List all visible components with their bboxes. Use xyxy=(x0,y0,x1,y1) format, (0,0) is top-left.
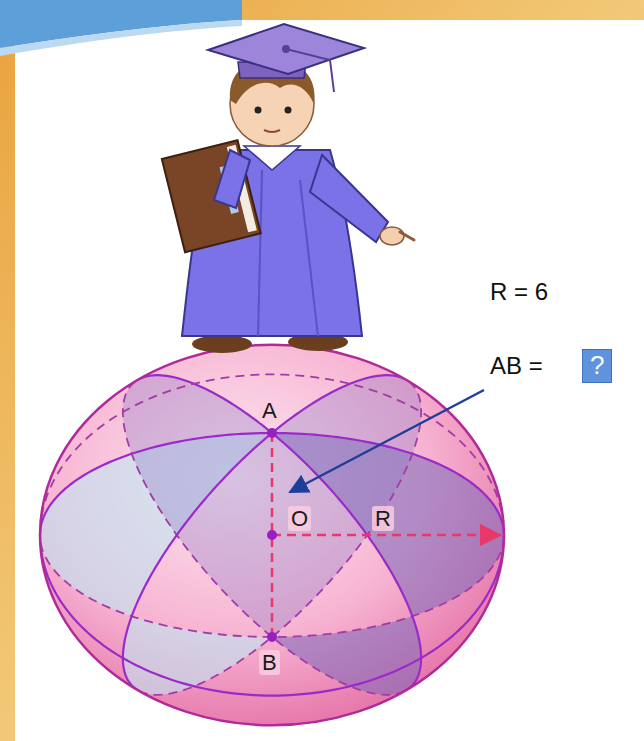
book-cover xyxy=(162,140,261,252)
collar xyxy=(244,146,300,170)
great-circle xyxy=(272,375,405,433)
shoe xyxy=(192,335,252,353)
book xyxy=(162,140,261,252)
gown-fold xyxy=(258,170,262,336)
sleeve xyxy=(310,155,388,242)
face xyxy=(230,62,314,146)
answer-mark: ? xyxy=(590,351,604,381)
sphere-outline xyxy=(40,345,504,725)
radius-value: R = 6 xyxy=(490,278,548,306)
sphere xyxy=(40,345,504,725)
tassel xyxy=(286,49,334,92)
scholar-figure xyxy=(162,24,414,353)
great-circle xyxy=(123,433,272,691)
point-b xyxy=(267,632,277,642)
corner-swoosh xyxy=(0,20,242,56)
great-circles xyxy=(40,374,504,695)
radius-arrow xyxy=(272,534,500,537)
gown-fold xyxy=(300,180,318,336)
point-label: R xyxy=(372,506,394,531)
point-label: O xyxy=(288,506,311,531)
mouth xyxy=(264,130,280,132)
eye xyxy=(255,107,262,114)
shaded-lune xyxy=(123,375,421,637)
great-circle xyxy=(139,375,272,433)
finger xyxy=(400,232,414,240)
question-text: AB = xyxy=(490,352,543,380)
point-a xyxy=(267,428,277,438)
point-o xyxy=(267,530,277,540)
leader-arrow xyxy=(290,390,484,492)
answer-box: ? xyxy=(582,349,612,383)
point-label: B xyxy=(259,650,280,675)
sleeve xyxy=(214,150,250,208)
point-label: A xyxy=(259,398,280,423)
white-panel xyxy=(15,20,644,741)
great-circle xyxy=(272,433,504,538)
great-circle xyxy=(40,433,272,532)
pointing-hand xyxy=(380,227,404,245)
eye xyxy=(285,107,292,114)
